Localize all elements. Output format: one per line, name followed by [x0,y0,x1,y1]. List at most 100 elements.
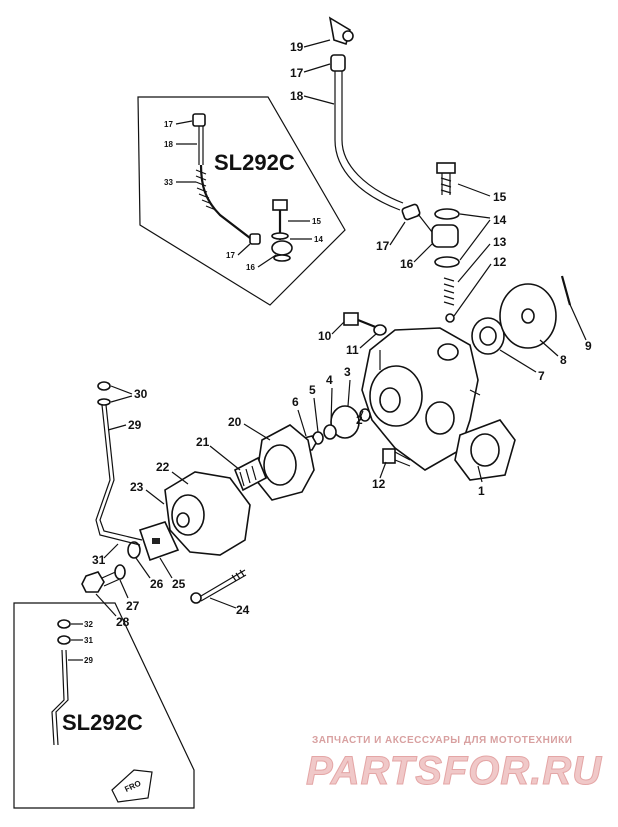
callout-15: 15 [493,190,507,204]
oil-pump-body [299,275,572,481]
leader [567,299,587,341]
leader [359,333,377,349]
leader [107,424,127,431]
callout-2: 2 [356,413,363,427]
callouts: 19 17 18 15 14 17 16 13 12 9 8 7 10 11 3… [92,39,592,629]
housing-edge [379,350,481,396]
pump-gasket-hole [470,433,500,467]
inset-bottom-label-32: 32 [84,620,93,629]
drive-shaft-spline [239,465,257,487]
hose-clip-top [330,54,346,72]
bolt-28-head [81,571,105,593]
leader [359,410,364,419]
leader [303,63,331,73]
hose-line-a [334,71,401,211]
banjo-bolt-thread [440,173,452,195]
pump-drive [81,381,315,604]
inset-washer-a [271,232,289,240]
callout-4: 4 [326,373,333,387]
inset-washer [57,635,71,645]
callout-28: 28 [116,615,130,629]
leader [119,579,129,599]
inset-bottom-border [13,602,195,809]
inset-top: SL292C 17 18 33 15 14 16 17 [137,96,346,306]
pump-boss [425,401,455,435]
inset-union [249,233,261,245]
inset-bottom-model: SL292C [62,710,143,735]
callout-13: 13 [493,235,507,249]
leader [237,243,251,256]
callout-14: 14 [493,213,507,227]
washer-27 [114,564,126,580]
check-ball [445,313,455,323]
leader [379,461,387,479]
inset-pipe [51,649,69,746]
callout-7: 7 [538,369,545,383]
front-arrow-label: FRO [123,779,142,794]
inset-washer-b [273,254,291,262]
long-bolt-head [190,592,202,604]
inset-top-model: SL292C [214,150,295,175]
inset-top-label-17b: 17 [226,251,235,260]
leader [330,387,333,425]
oil-pipe-a [95,404,141,546]
banjo-fitting [431,224,459,248]
leader [171,471,189,485]
callout-29: 29 [128,418,142,432]
leader [457,183,491,197]
washer-lower [434,256,460,268]
inset-bolt-head [272,199,288,211]
watermark-tagline: ЗАПЧАСТИ И АКСЕССУАРЫ ДЛЯ МОТОТЕХНИКИ [312,735,572,746]
long-bolt-shank [200,569,247,602]
callout-16: 16 [400,257,414,271]
leader [209,597,237,609]
inset-nut [57,619,71,629]
callout-27: 27 [126,599,140,613]
callout-5: 5 [309,383,316,397]
long-bolt-thread [231,569,245,582]
callout-11: 11 [346,343,359,357]
callout-22: 22 [156,460,170,474]
callout-8: 8 [560,353,567,367]
leader [209,445,241,471]
pump-shaft-seat [379,387,401,413]
watermark-logo: PARTSFOR.RU [306,749,602,793]
oil-seal-inner [479,326,497,346]
leader [175,120,193,125]
inset-top-label-33: 33 [164,178,173,187]
watermark: ЗАПЧАСТИ И АКСЕССУАРЫ ДЛЯ МОТОТЕХНИКИ PA… [306,735,602,794]
washer-11 [373,324,387,336]
front-arrow-marker: FRO [111,769,153,803]
elbow-fitting-end [342,30,354,42]
inset-top-label-17a: 17 [164,120,173,129]
callout-1: 1 [478,484,485,498]
inset-top-label-16: 16 [246,263,255,272]
leader [459,213,491,219]
leader [159,557,173,579]
callout-23: 23 [130,480,144,494]
inset-bottom-label-31: 31 [84,636,93,645]
bolt-12-head [382,448,396,464]
banjo-bolt-head [436,162,456,174]
washer-4 [323,424,337,440]
pump-plate-hole [521,308,535,324]
leader [95,593,117,617]
callout-26: 26 [150,577,164,591]
adjust-plate-slot [152,538,160,544]
callout-10: 10 [318,329,332,343]
callout-12b: 12 [372,477,386,491]
inset-top-label-18: 18 [164,140,173,149]
callout-19: 19 [290,40,304,54]
callout-3: 3 [344,365,351,379]
leader [499,349,537,373]
oil-pipe-b [99,404,143,541]
drive-gear-face [263,444,297,486]
callout-20: 20 [228,415,242,429]
front-arrow-shape [111,769,153,803]
hose-line-b [341,71,404,204]
leader [459,219,491,261]
leader [539,339,559,357]
pump-outlet [437,343,459,361]
leader [347,379,351,407]
